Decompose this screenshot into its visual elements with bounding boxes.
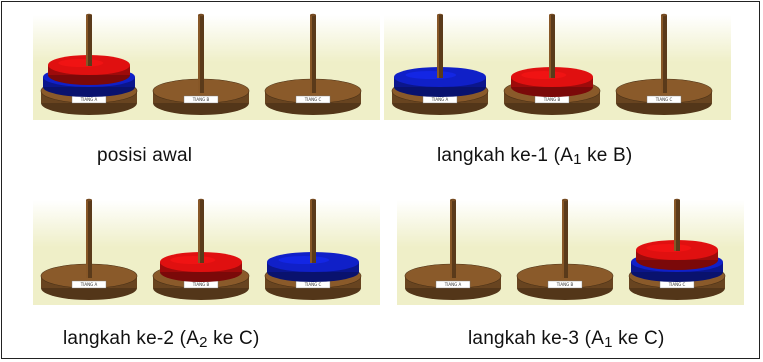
rod-pole-above-disk [674, 200, 680, 251]
rod-pole-highlight [310, 15, 312, 93]
rod-label-plate [295, 95, 331, 104]
rod-pole-top [562, 198, 568, 202]
rod-pole-top [198, 13, 204, 17]
disk-red [48, 15, 130, 85]
rod-pole-above-disk-highlight [86, 15, 88, 66]
rod-pole [86, 200, 92, 278]
rod-label-plate [646, 95, 682, 104]
disk-highlight [278, 256, 330, 264]
caption-text-end: ke B) [581, 145, 633, 166]
disk-blue [267, 200, 359, 282]
rod-label: TIANG B [543, 97, 561, 102]
caption-subscript: 1 [604, 334, 613, 351]
disk-blue [394, 15, 486, 97]
disk-red [636, 200, 718, 270]
disk-highlight [405, 71, 457, 79]
rod-pole-above-disk-highlight [310, 200, 312, 263]
panel-step-3: TIANG A TIANG B TIANG C [397, 198, 744, 305]
rod-pole-above-disk-highlight [437, 15, 439, 78]
rod-pole-highlight [562, 200, 564, 278]
rod-label-plate [547, 280, 583, 289]
rod-label: TIANG A [80, 97, 98, 102]
rod-a: TIANG A [40, 13, 138, 115]
rod-label: TIANG A [431, 97, 449, 102]
rod-pole-highlight [198, 15, 200, 93]
rod-c: TIANG C [264, 13, 362, 115]
caption-subscript: 2 [199, 334, 208, 351]
rod-label: TIANG A [80, 282, 98, 287]
rod-pole [450, 200, 456, 278]
caption-text: langkah ke-3 (A [468, 328, 605, 349]
tower-illustration: TIANG A TIANG B TIANG C [33, 198, 380, 305]
rod-pole [562, 200, 568, 278]
rod-a: TIANG A [404, 198, 502, 300]
rod-a: TIANG A [40, 198, 138, 300]
rod-b: TIANG B [516, 198, 614, 300]
rod-pole-highlight [450, 200, 452, 278]
rod-pole-above-disk-highlight [674, 200, 676, 251]
panel-initial: TIANG A TIANG B TIANG C [33, 13, 380, 120]
caption-text-end: ke C) [612, 328, 665, 349]
rod-b: TIANG B [152, 198, 250, 300]
rod-pole-highlight [661, 15, 663, 93]
rod-c: TIANG C [615, 13, 713, 115]
disk-highlight [170, 256, 216, 264]
rod-c: TIANG C [628, 198, 726, 300]
rod-pole-top [310, 13, 316, 17]
rod-label-plate [71, 280, 107, 289]
panel-step-1: TIANG A TIANG B TIANG C [384, 13, 731, 120]
disk-highlight [58, 59, 104, 67]
rod-pole-above-disk [198, 200, 204, 263]
tower-illustration: TIANG A TIANG B TIANG C [397, 198, 744, 305]
disk-highlight [646, 244, 692, 252]
rod-pole-above-disk [86, 15, 92, 66]
caption-text: langkah ke-1 (A [437, 145, 574, 166]
rod-pole [198, 15, 204, 93]
rod-pole-top [661, 13, 667, 17]
rod-label: TIANG C [668, 282, 686, 287]
rod-pole-above-disk [310, 200, 316, 263]
rod-label: TIANG B [192, 282, 210, 287]
rod-pole-above-disk [437, 15, 443, 78]
rod-label-plate [183, 95, 219, 104]
caption-text: langkah ke-2 (A [63, 328, 200, 349]
rod-pole-top [86, 198, 92, 202]
disk-highlight [521, 71, 567, 79]
caption-subscript: 1 [573, 151, 582, 168]
caption-initial: posisi awal [97, 145, 192, 168]
rod-pole-above-disk-highlight [549, 15, 551, 78]
caption-text-end: ke C) [207, 328, 260, 349]
rod-a: TIANG A [391, 13, 489, 115]
rod-label: TIANG C [655, 97, 673, 102]
rod-pole-highlight [86, 200, 88, 278]
rod-label: TIANG B [192, 97, 210, 102]
rod-label: TIANG B [556, 282, 574, 287]
disk-red [160, 200, 242, 282]
rod-label-plate [435, 280, 471, 289]
caption-step-2: langkah ke-2 (A2 ke C) [63, 328, 260, 351]
caption-step-1: langkah ke-1 (A1 ke B) [437, 145, 632, 168]
panel-step-2: TIANG A TIANG B TIANG C [33, 198, 380, 305]
disk-red [511, 15, 593, 97]
rod-b: TIANG B [503, 13, 601, 115]
rod-pole-above-disk-highlight [198, 200, 200, 263]
rod-pole [661, 15, 667, 93]
tower-illustration: TIANG A TIANG B TIANG C [384, 13, 731, 120]
tower-illustration: TIANG A TIANG B TIANG C [33, 13, 380, 120]
rod-b: TIANG B [152, 13, 250, 115]
rod-pole-top [450, 198, 456, 202]
rod-label: TIANG C [304, 282, 322, 287]
caption-step-3: langkah ke-3 (A1 ke C) [468, 328, 665, 351]
rod-label: TIANG C [304, 97, 322, 102]
rod-pole-above-disk [549, 15, 555, 78]
rod-c: TIANG C [264, 198, 362, 300]
rod-label: TIANG A [444, 282, 462, 287]
rod-pole [310, 15, 316, 93]
caption-text: posisi awal [97, 145, 193, 166]
